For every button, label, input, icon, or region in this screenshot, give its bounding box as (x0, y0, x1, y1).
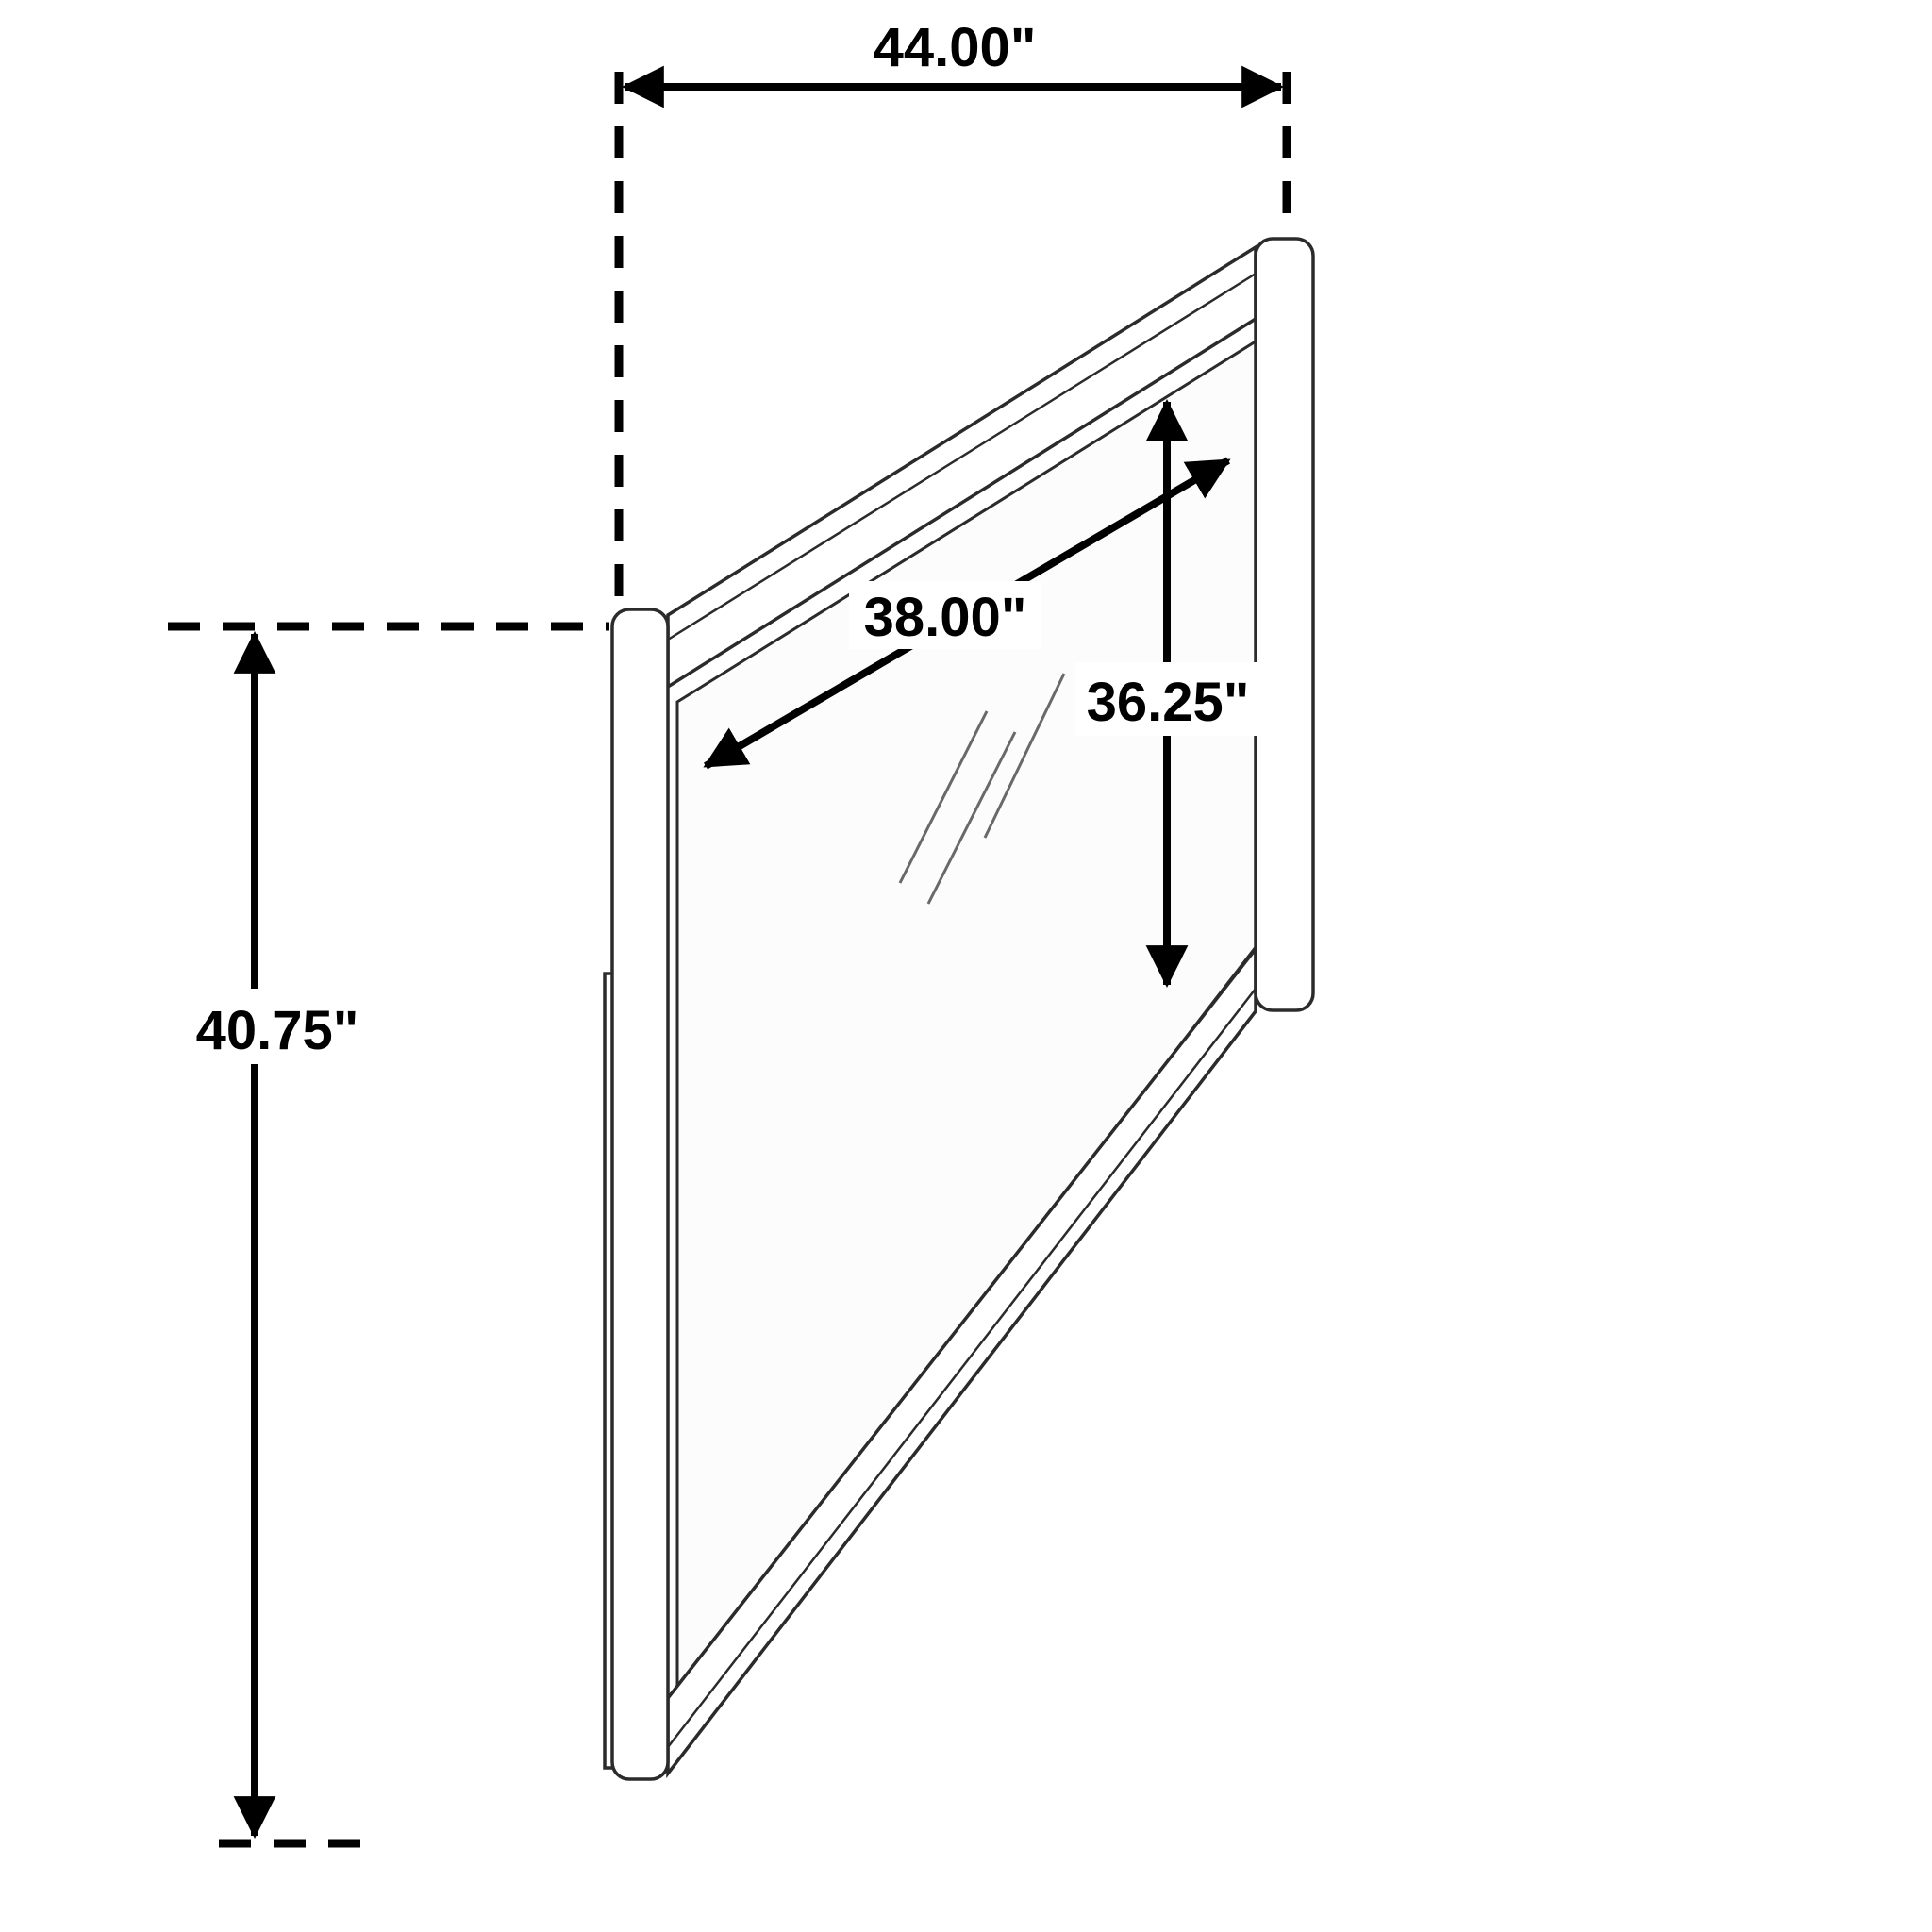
overall-width-dimension: 44.00" (614, 17, 1291, 613)
mirror-height-label: 36.25" (1087, 672, 1250, 733)
label-mask (1074, 662, 1262, 736)
mirror-height-dimension: 36.25" (1074, 399, 1262, 988)
mirror-right-stile (1254, 237, 1315, 1012)
label-mask (849, 581, 1041, 649)
overall-width-label: 44.00" (874, 17, 1037, 78)
mirror-left-stile (610, 608, 670, 1781)
mirror-width-label: 38.00" (864, 587, 1027, 648)
label-mask (187, 989, 368, 1064)
overall-height-dimension: 40.75" (168, 622, 609, 1848)
mirror-bottom-rail-edge (667, 988, 1257, 1748)
mirror-width-dimension: 38.00" (703, 457, 1231, 770)
overall-height-label: 40.75" (196, 1000, 359, 1061)
